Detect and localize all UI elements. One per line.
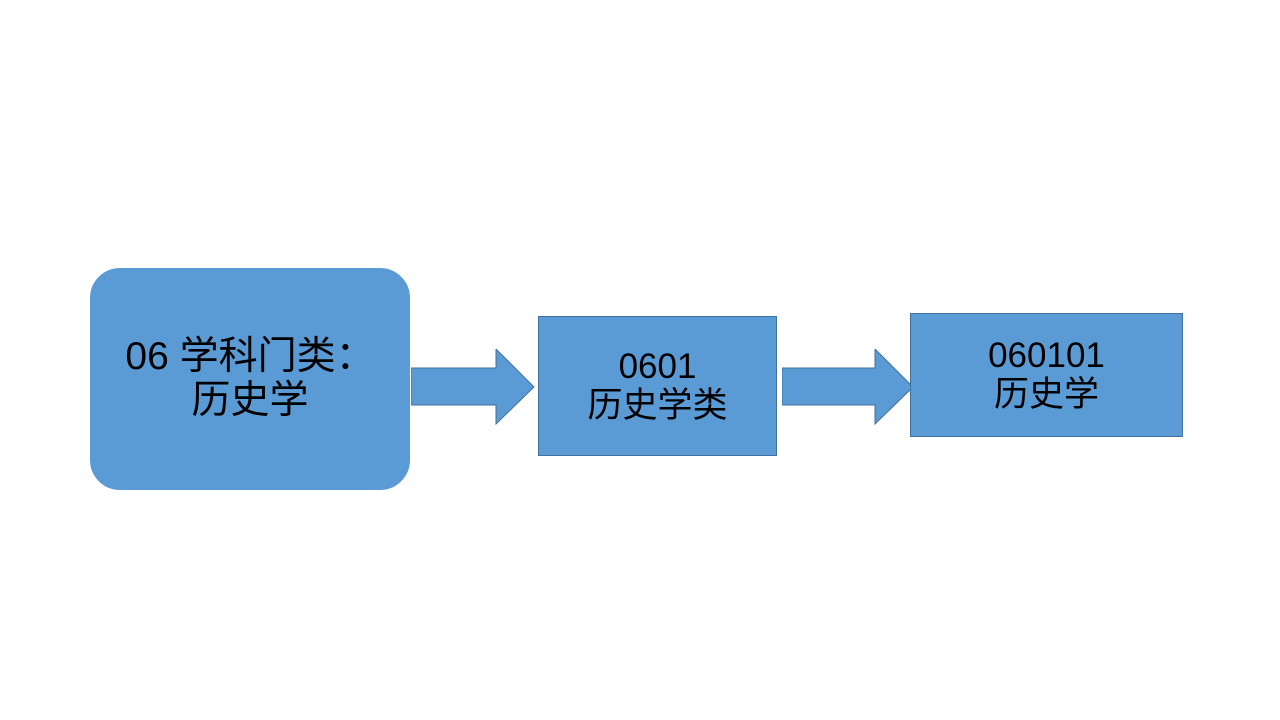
node-major-line2: 历史学 <box>993 375 1099 414</box>
arrow-class-to-major <box>782 349 914 425</box>
node-major-line1: 060101 <box>988 335 1105 375</box>
node-class-line2: 历史学类 <box>587 386 728 425</box>
node-discipline-line2: 历史学 <box>191 379 309 422</box>
node-discipline-category[interactable]: 06 学科门类： 历史学 <box>90 268 410 490</box>
node-class-line1: 0601 <box>618 346 697 386</box>
node-discipline-class[interactable]: 0601 历史学类 <box>538 316 777 456</box>
arrow-discipline-to-class <box>411 349 535 425</box>
node-major[interactable]: 060101 历史学 <box>910 313 1183 437</box>
node-discipline-line1: 06 学科门类： <box>125 335 375 379</box>
